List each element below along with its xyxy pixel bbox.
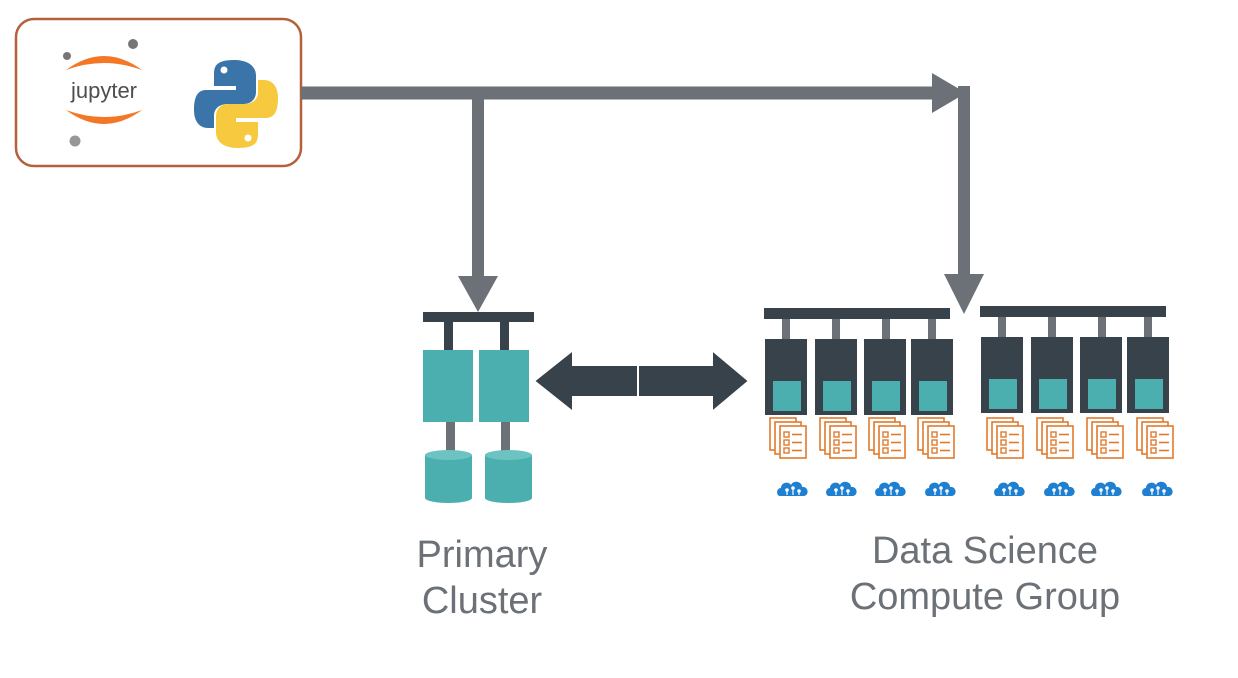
compute-node [911,339,953,415]
jupyter-logo-icon: jupyter [63,39,142,147]
python-logo-icon [194,60,278,148]
brain-ml-icon [993,481,1026,497]
primary-cluster-label-line1: Primary [416,534,548,576]
compute-node [765,339,807,415]
database-icon [485,450,532,503]
data-science-group-label: Data Science Compute Group [780,528,1190,620]
tools-box: jupyter [14,17,303,168]
primary-cluster [423,312,534,503]
data-science-group [764,306,1174,497]
data-science-label-line1: Data Science [871,530,1098,572]
document-stack-icon [769,417,807,459]
brain-ml-icon [874,481,907,497]
document-stack-icon [917,417,955,459]
primary-cluster-label-line2: Cluster [421,580,543,622]
primary-cluster-label: Primary Cluster [382,532,582,624]
primary-node [479,350,529,422]
document-stack-icon [1036,417,1074,459]
bidirectional-arrow-icon [532,347,751,415]
database-icon [425,450,472,503]
jupyter-logo-text: jupyter [70,78,137,103]
data-science-label-line2: Compute Group [849,576,1121,618]
document-stack-icon [986,417,1024,459]
compute-node [864,339,906,415]
primary-node [423,350,473,422]
compute-node [815,339,857,415]
document-stack-icon [1136,417,1174,459]
compute-node [981,337,1023,413]
brain-ml-icon [825,481,858,497]
connection-arrows [301,73,984,314]
brain-ml-icon [776,481,809,497]
brain-ml-icon [1141,481,1174,497]
brain-ml-icon [1090,481,1123,497]
compute-node [1080,337,1122,413]
brain-ml-icon [1043,481,1076,497]
compute-node [1031,337,1073,413]
document-stack-icon [819,417,857,459]
document-stack-icon [1086,417,1124,459]
document-stack-icon [868,417,906,459]
brain-ml-icon [924,481,957,497]
compute-node [1127,337,1169,413]
